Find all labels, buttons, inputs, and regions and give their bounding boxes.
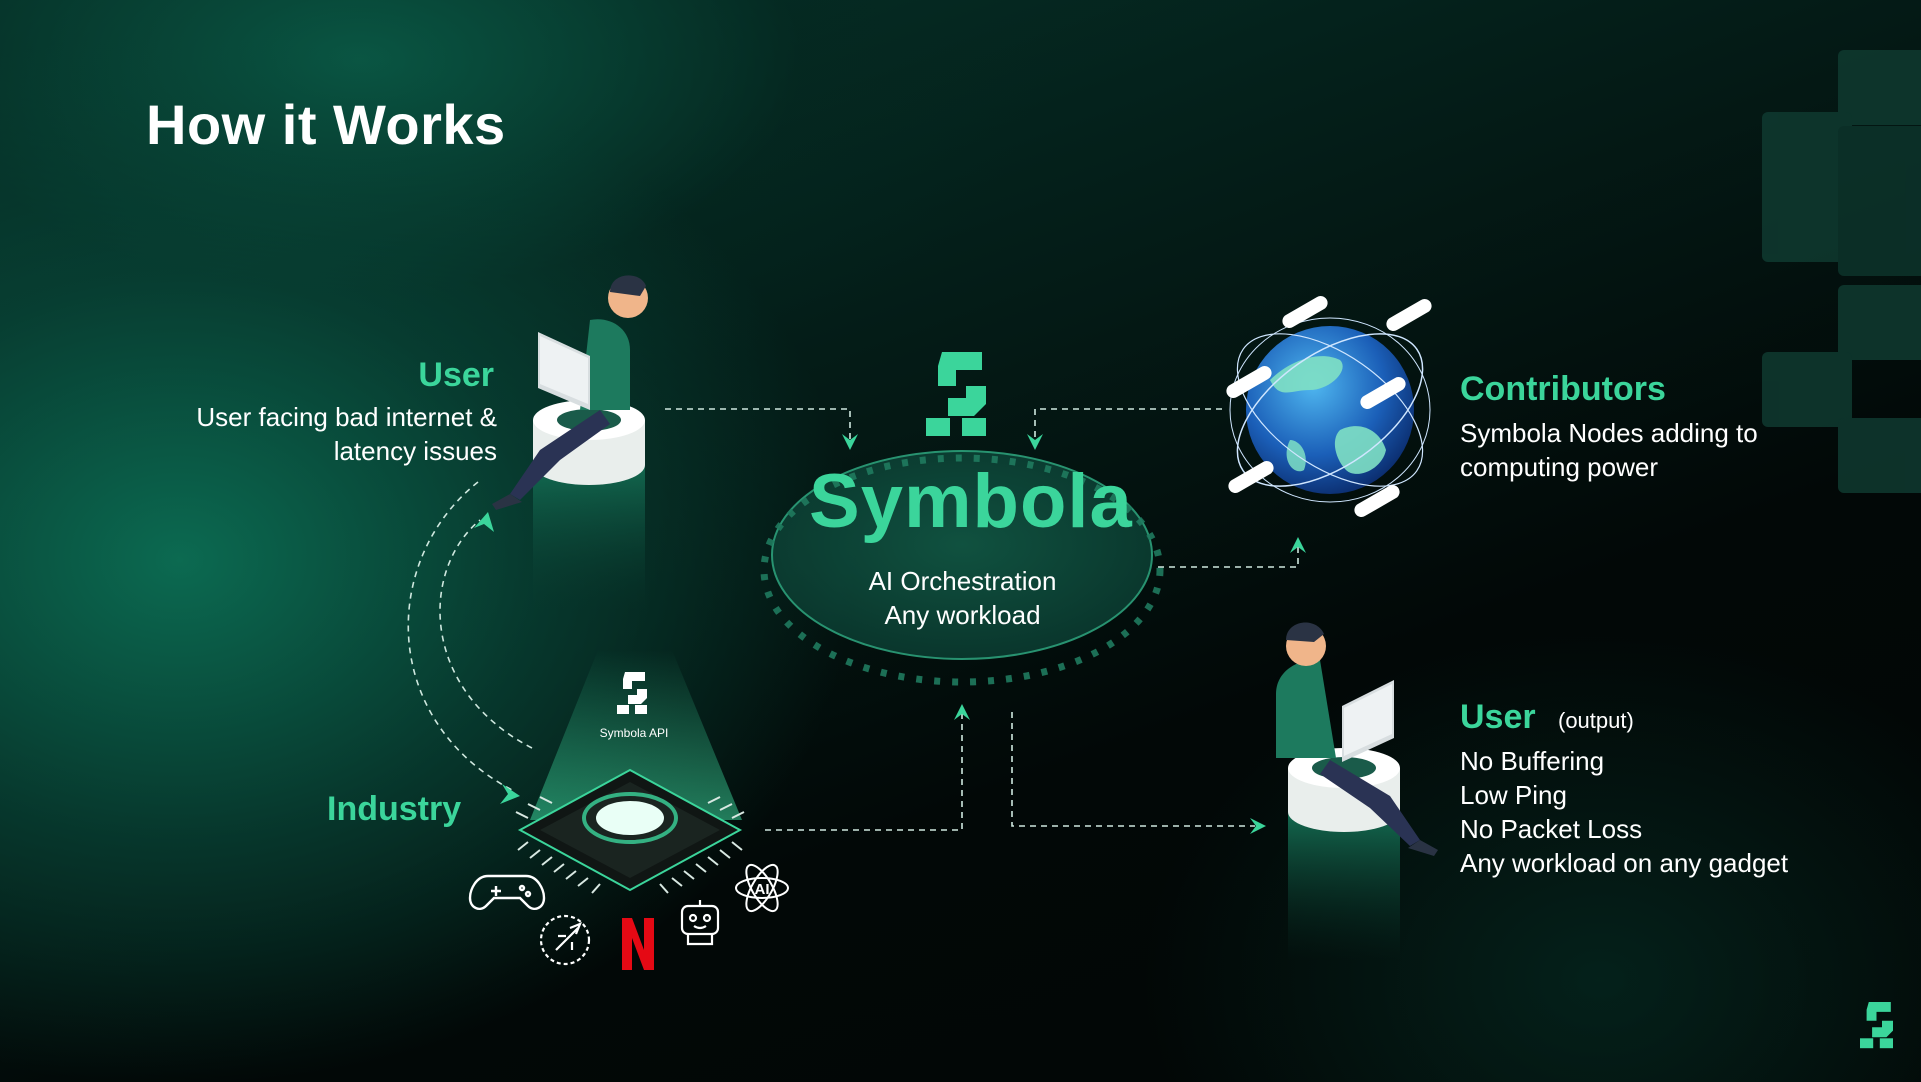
symbola-brand: Symbola <box>809 459 1133 544</box>
user-input-label: User <box>418 356 494 394</box>
decor-blocks <box>1762 50 1921 493</box>
orchestration-tagline: AI Orchestration Any workload <box>800 564 1125 632</box>
user-output-label: User <box>1460 698 1536 736</box>
svg-text:AI: AI <box>755 881 770 898</box>
page-title: How it Works <box>146 93 506 156</box>
ai-atom-icon: AI <box>735 863 789 913</box>
desc-line: Symbola Nodes adding to <box>1460 418 1758 448</box>
user-input-figure <box>492 275 648 610</box>
user-output-sublabel: (output) <box>1558 708 1634 733</box>
industry-label: Industry <box>327 790 462 828</box>
gamepad-icon <box>468 874 546 910</box>
symbola-api-icon <box>617 672 647 714</box>
robot-icon <box>680 900 720 946</box>
user-input-description: User facing bad internet & latency issue… <box>196 400 497 468</box>
industry-chip <box>515 650 745 894</box>
rocket-icon <box>539 914 591 966</box>
user-output-figure <box>1276 622 1438 960</box>
symbola-logo-icon <box>926 352 986 436</box>
symbola-corner-logo-icon <box>1860 1002 1893 1049</box>
orchestration-ellipse <box>760 450 1164 686</box>
benefit-item: Any workload on any gadget <box>1460 848 1789 878</box>
desc-line: latency issues <box>333 436 497 466</box>
user-output-benefits: No Buffering Low Ping No Packet Loss Any… <box>1460 744 1788 880</box>
benefit-item: No Packet Loss <box>1460 814 1643 844</box>
globe-icon <box>1226 296 1432 517</box>
desc-line: computing power <box>1460 452 1658 482</box>
contributors-description: Symbola Nodes adding to computing power <box>1460 416 1758 484</box>
netflix-logo-icon <box>622 918 654 970</box>
connectors <box>407 408 1299 831</box>
symbola-api-label: Symbola API <box>599 726 669 740</box>
desc-line: User facing bad internet & <box>196 402 497 432</box>
benefit-item: Low Ping <box>1460 780 1567 810</box>
benefit-item: No Buffering <box>1460 746 1605 776</box>
tag-line: AI Orchestration <box>868 566 1057 596</box>
contributors-label: Contributors <box>1460 370 1666 408</box>
tag-line: Any workload <box>884 600 1041 630</box>
arrow-heads <box>474 434 1306 834</box>
